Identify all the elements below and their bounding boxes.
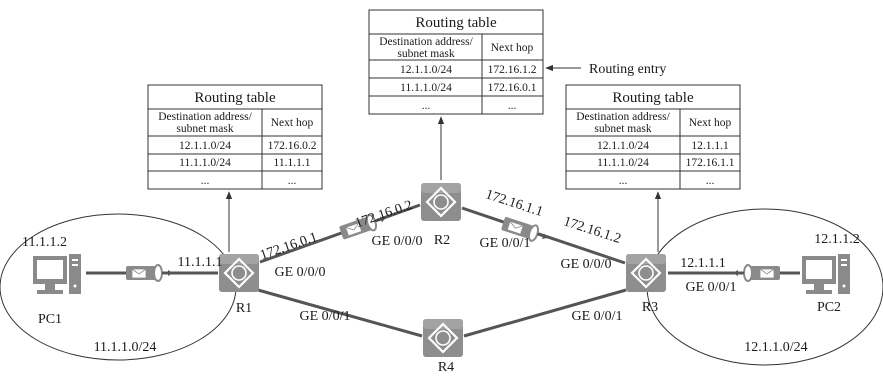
- table-header-dest: Destination address/: [576, 111, 670, 123]
- table-header-nexthop: Next hop: [491, 42, 534, 54]
- table-title: Routing table: [612, 90, 694, 106]
- table-header-nexthop: Next hop: [689, 117, 732, 129]
- routing-table-r1: Routing table Destination address/ subne…: [147, 84, 323, 190]
- router-r1-label: R1: [236, 301, 252, 316]
- router-r4-icon[interactable]: [421, 317, 465, 359]
- r1-pc-ip: 11.1.1.1: [178, 255, 223, 270]
- pc2-ip: 12.1.1.2: [814, 232, 860, 247]
- table-cell: 172.16.1.1: [686, 157, 735, 169]
- routing-table-r2: Routing table Destination address/ subne…: [368, 9, 544, 115]
- pc2-name: PC2: [817, 300, 841, 315]
- r3-pc-ip: 12.1.1.1: [680, 256, 726, 271]
- router-r4-label: R4: [438, 360, 454, 375]
- pc1-network: 11.1.1.0/24: [94, 340, 157, 355]
- routing-table-r3: Routing table Destination address/ subne…: [565, 84, 741, 190]
- packet-envelope-icon: [732, 264, 781, 282]
- router-r2-icon[interactable]: [419, 181, 463, 223]
- r2-r1-if: GE 0/0/0: [372, 234, 423, 249]
- packet-envelope-icon: [125, 264, 174, 282]
- link-r1-r2: [259, 203, 421, 264]
- table-cell: 12.1.1.0/24: [179, 140, 231, 152]
- table-title: Routing table: [415, 15, 497, 31]
- table-cell: ...: [706, 175, 715, 187]
- table-cell: 12.1.1.1: [691, 140, 729, 152]
- table-cell: ...: [508, 100, 517, 112]
- table-cell: 172.16.0.1: [488, 82, 537, 94]
- table-cell: 11.1.1.0/24: [597, 157, 649, 169]
- r1-r4-if: GE 0/0/1: [300, 309, 351, 324]
- link-r1-r4: [257, 288, 423, 338]
- table-cell: 12.1.1.0/24: [597, 140, 649, 152]
- r3-r2-if: GE 0/0/0: [561, 257, 612, 272]
- table-header-nexthop: Next hop: [271, 117, 314, 129]
- pc1-ip: 11.1.1.2: [22, 235, 67, 250]
- table-cell: 11.1.1.1: [274, 157, 311, 169]
- table-header-dest: subnet mask: [397, 48, 454, 60]
- r3-pc-if: GE 0/0/1: [686, 280, 737, 295]
- link-r4-r3: [463, 288, 627, 338]
- table-cell: 11.1.1.0/24: [400, 82, 452, 94]
- r3-r4-if: GE 0/0/1: [572, 309, 623, 324]
- pc1-icon[interactable]: [33, 254, 81, 294]
- table-cell: ...: [619, 175, 628, 187]
- router-r2-label: R2: [434, 233, 450, 248]
- r3-r2-ip: 172.16.1.2: [561, 214, 622, 247]
- table-cell: 12.1.1.0/24: [400, 64, 452, 76]
- table-header-dest: subnet mask: [594, 123, 651, 135]
- table-cell: 172.16.1.2: [488, 64, 537, 76]
- router-r3-label: R3: [642, 300, 658, 315]
- table-cell: ...: [201, 175, 210, 187]
- r2-r1-ip: 172.16.0.2: [353, 198, 414, 232]
- router-r1-icon[interactable]: [217, 252, 261, 294]
- router-r3-icon[interactable]: [624, 252, 668, 294]
- table-cell: ...: [288, 175, 297, 187]
- r2-r3-if: GE 0/0/1: [480, 236, 531, 251]
- table-title: Routing table: [194, 90, 276, 106]
- r1-r2-if: GE 0/0/0: [275, 265, 326, 280]
- table-header-dest: Destination address/: [158, 111, 252, 123]
- r2-r3-ip: 172.16.1.1: [483, 187, 544, 220]
- table-cell: 172.16.0.2: [268, 140, 317, 152]
- table-header-dest: Destination address/: [379, 36, 473, 48]
- table-header-dest: subnet mask: [176, 123, 233, 135]
- routing-entry-label: Routing entry: [589, 62, 666, 77]
- table-cell: 11.1.1.0/24: [179, 157, 231, 169]
- r1-r2-ip: 172.16.0.1: [258, 230, 319, 264]
- pc1-name: PC1: [38, 312, 62, 327]
- pc2-icon[interactable]: [802, 254, 850, 294]
- pc2-network: 12.1.1.0/24: [744, 340, 807, 355]
- table-cell: ...: [422, 100, 431, 112]
